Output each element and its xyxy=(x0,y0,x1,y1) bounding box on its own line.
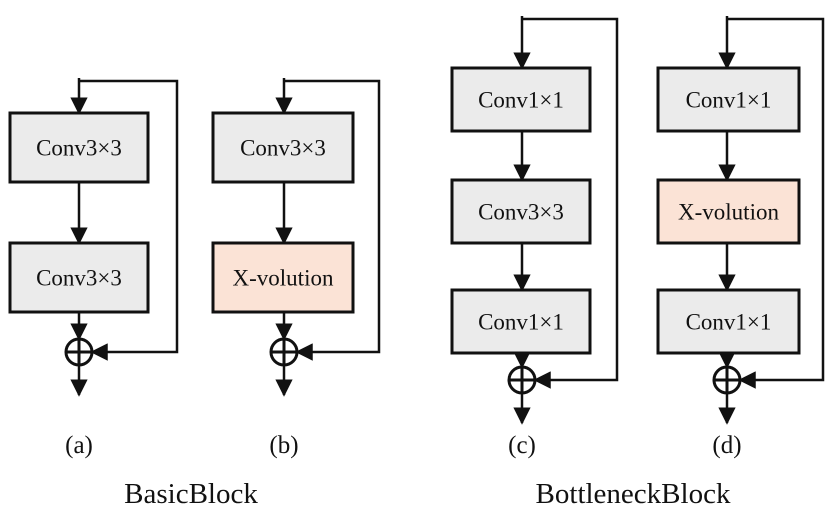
layer-label: Conv3×3 xyxy=(36,136,122,161)
skip-connection-arrow xyxy=(284,79,381,361)
layer-label: X-volution xyxy=(233,266,334,291)
skip-connection-arrow xyxy=(522,17,619,389)
xvolution-layer-box xyxy=(656,178,801,245)
subfigure-label: (a) xyxy=(65,432,93,459)
conv-layer-box xyxy=(8,241,150,314)
conv-layer-box xyxy=(656,288,801,355)
layer-label: Conv1×1 xyxy=(478,310,564,335)
group-title: BasicBlock xyxy=(124,478,258,510)
conv-layer-box xyxy=(450,66,592,133)
layer-label: Conv1×1 xyxy=(686,88,772,113)
conv-layer-box xyxy=(656,66,801,133)
skip-connection-arrow xyxy=(727,17,825,389)
layer-label: Conv3×3 xyxy=(478,200,564,225)
skip-connection-arrow xyxy=(79,79,179,361)
subfigure-label: (b) xyxy=(269,432,298,459)
conv-layer-box xyxy=(450,178,592,245)
layer-label: Conv3×3 xyxy=(240,136,326,161)
group-title: BottleneckBlock xyxy=(536,478,731,510)
layer-label: X-volution xyxy=(678,200,779,225)
conv-layer-box xyxy=(8,111,150,184)
layer-label: Conv3×3 xyxy=(36,266,122,291)
layer-label: Conv1×1 xyxy=(686,310,772,335)
xvolution-layer-box xyxy=(211,241,355,314)
conv-layer-box xyxy=(211,111,355,184)
subfigure-label: (c) xyxy=(508,432,536,459)
subfigure-label: (d) xyxy=(712,432,741,459)
layer-label: Conv1×1 xyxy=(478,88,564,113)
